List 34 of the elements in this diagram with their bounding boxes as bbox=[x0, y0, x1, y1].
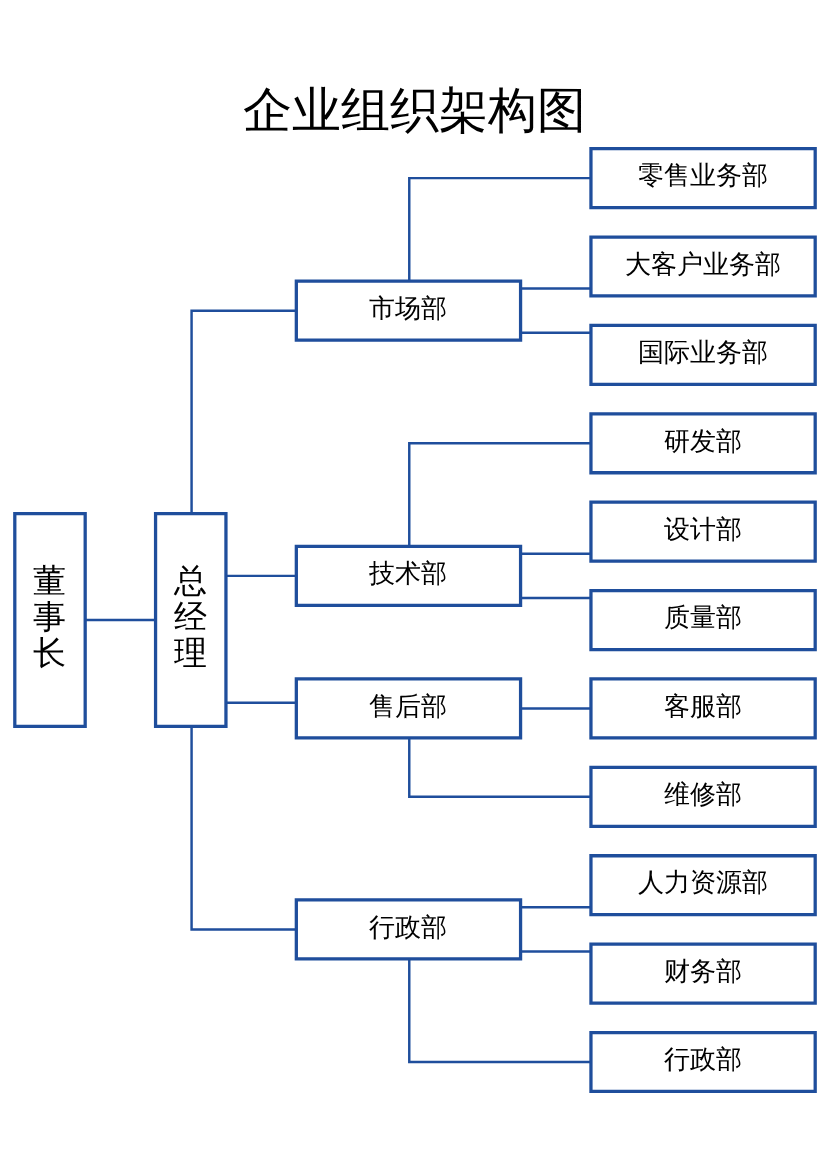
node-box: 维修部 bbox=[589, 765, 817, 828]
node-box: 行政部 bbox=[589, 1030, 817, 1094]
node-box: 国际业务部 bbox=[589, 323, 817, 386]
node-box: 董事长 bbox=[13, 512, 87, 729]
node-box: 客服部 bbox=[589, 677, 817, 740]
node-box: 设计部 bbox=[589, 500, 817, 563]
connector bbox=[85, 618, 156, 622]
node-box: 售后部 bbox=[294, 677, 523, 740]
connector bbox=[520, 552, 591, 555]
node-box: 研发部 bbox=[589, 412, 817, 475]
connector bbox=[520, 906, 591, 909]
diagram-title: 企业组织架构图 bbox=[243, 81, 587, 140]
connector bbox=[408, 959, 591, 1064]
connector bbox=[520, 950, 591, 953]
node-box: 总经理 bbox=[153, 512, 228, 729]
connector bbox=[190, 309, 297, 514]
node-box: 技术部 bbox=[294, 544, 523, 607]
connector bbox=[408, 176, 591, 281]
node-box: 人力资源部 bbox=[589, 854, 817, 917]
node-box: 行政部 bbox=[294, 898, 523, 961]
node-box: 市场部 bbox=[294, 279, 523, 342]
connector bbox=[520, 707, 591, 710]
node-box: 质量部 bbox=[589, 588, 817, 652]
node-box: 大客户业务部 bbox=[589, 235, 817, 298]
connector bbox=[408, 738, 591, 799]
connector bbox=[226, 701, 297, 704]
node-box: 零售业务部 bbox=[589, 147, 817, 210]
connector bbox=[190, 726, 297, 931]
connector bbox=[520, 331, 591, 335]
connector bbox=[520, 287, 591, 290]
node-box: 财务部 bbox=[589, 942, 817, 1005]
connector bbox=[520, 596, 591, 600]
connector bbox=[226, 574, 297, 578]
connector bbox=[408, 442, 591, 546]
